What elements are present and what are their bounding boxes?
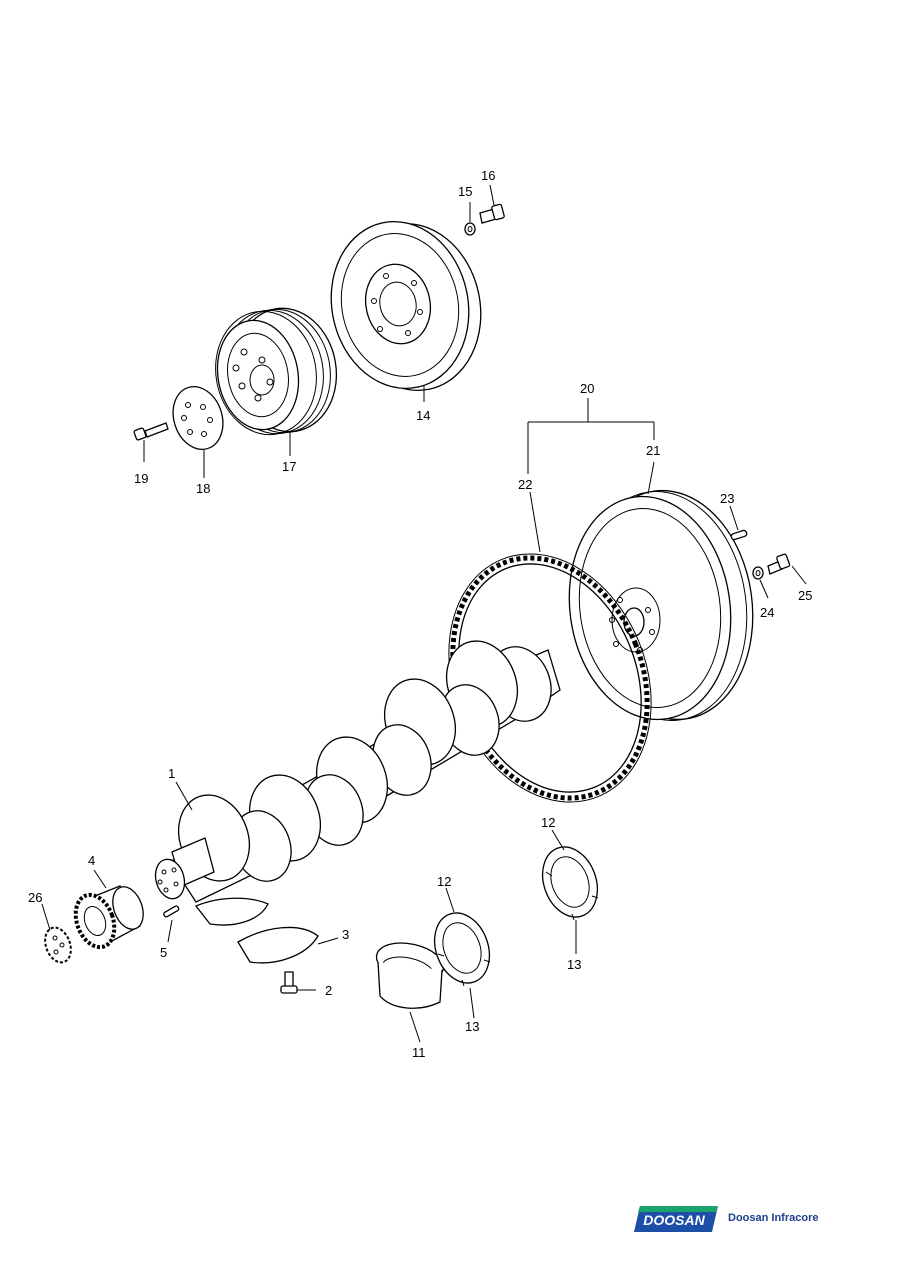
balance-weight-3: [194, 897, 319, 964]
callout-20: 20: [580, 381, 594, 396]
crankshaft-gear-4: [73, 885, 144, 950]
plate-26: [44, 926, 72, 964]
logo-wordmark: DOOSAN: [643, 1212, 705, 1228]
flywheel: [568, 489, 754, 721]
callout-11: 11: [412, 1045, 426, 1060]
crankshaft: [154, 640, 561, 903]
callout-24: 24: [760, 605, 774, 620]
damper-pulley: [330, 220, 482, 392]
callout-14: 14: [416, 408, 430, 423]
bolt-16: [479, 203, 505, 224]
callout-17: 17: [282, 459, 296, 474]
callout-15: 15: [458, 184, 472, 199]
callout-16: 16: [481, 168, 495, 183]
callout-13b: 13: [567, 957, 581, 972]
bolt-19: [133, 422, 169, 441]
doosan-logo: DOOSAN: [634, 1206, 718, 1232]
thrust-washer-12a: [433, 912, 491, 987]
callout-19: 19: [134, 471, 148, 486]
washer-15: [464, 222, 476, 236]
callout-13a: 13: [465, 1019, 479, 1034]
key-5: [163, 905, 180, 918]
callout-22: 22: [518, 477, 532, 492]
company-name: Doosan Infracore: [728, 1212, 819, 1224]
callout-18: 18: [196, 481, 210, 496]
callout-1: 1: [168, 766, 175, 781]
thrust-washer-12b: [541, 846, 599, 921]
main-bearing-11: [375, 942, 445, 1009]
callout-21: 21: [646, 443, 660, 458]
washer-24: [752, 566, 764, 580]
leader-lines: [41, 184, 807, 1043]
callout-12b: 12: [541, 815, 555, 830]
callout-2: 2: [325, 983, 332, 998]
callout-25: 25: [798, 588, 812, 603]
bolt-2: [280, 971, 298, 994]
callout-5: 5: [160, 945, 167, 960]
callout-labels: 1 2 3 4 5 11 12 12 13 13 14 15 16 17 18 …: [28, 168, 812, 1060]
callout-26: 26: [28, 890, 42, 905]
callout-3: 3: [342, 927, 349, 942]
callout-12a: 12: [437, 874, 451, 889]
dowel-pin-23: [730, 529, 748, 541]
bolt-25: [767, 553, 791, 575]
callout-4: 4: [88, 853, 95, 868]
crank-pulley: [215, 307, 338, 436]
plate-18: [172, 386, 224, 450]
callout-23: 23: [720, 491, 734, 506]
